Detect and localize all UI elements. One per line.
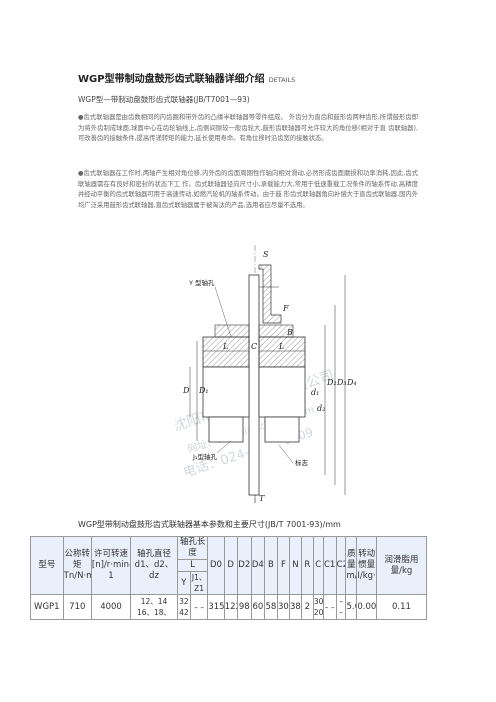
label-d1: d₁ <box>311 388 319 397</box>
cell-C1: – – <box>322 594 337 620</box>
table-caption: WGP型带制动盘鼓形齿式联轴器基本参数和主要尺寸(JB/T 7001-93)/m… <box>78 520 341 529</box>
label-D4: D₄ <box>346 378 357 387</box>
label-j1-hole: J₁型轴孔 <box>192 452 218 461</box>
coupling-diagram: 沈阳市华亿联轴器有限公司 网址：www.lianzhouqi.com 电话：02… <box>175 245 357 503</box>
table-row: WGP1 710 4000 12、14 16、18、 32 42 – – 315… <box>30 594 463 620</box>
header-D0: D0 <box>207 536 225 595</box>
cell-C: 30 20 <box>312 594 324 620</box>
cell-J1: – – <box>189 594 209 620</box>
header-B: B <box>263 536 278 595</box>
cell-torque: 710 <box>62 594 92 620</box>
header-J1: J1、Z1 <box>189 571 209 595</box>
label-D2: D₂ <box>326 378 337 387</box>
paragraph-1: ●齿式联轴器是由齿数相同的内齿圈和带外齿的凸缘半联轴器等零件组成。 外齿分为直齿… <box>78 114 418 142</box>
hub-left-flange <box>208 416 244 443</box>
cell-mass: 5.62 <box>345 594 358 620</box>
page-subtitle: WGP型—带制动盘鼓形齿式联轴器(JB/T7001—93) <box>78 95 250 104</box>
brake-disc <box>248 274 260 496</box>
header-lube: 润滑脂用量/kg <box>375 536 427 595</box>
header-D2: D2 <box>236 536 252 595</box>
leader-j1-hole <box>216 440 232 454</box>
spec-table: 型号 公称转矩Tn/N·m 许可转速[n]/r·min-1 轴孔直径d1、d2、… <box>30 536 463 620</box>
hub-right-flange <box>264 416 300 443</box>
header-row-2: L <box>31 559 463 572</box>
header-Y: Y <box>176 571 191 595</box>
hub-left-body <box>202 366 250 418</box>
leader-tag <box>278 444 294 464</box>
header-R: R <box>300 536 314 595</box>
cell-bore: 12、14 16、18、 <box>130 594 178 620</box>
flange-hatch-right <box>258 324 294 338</box>
header-C2: C2 <box>335 536 347 595</box>
header-model: 型号 <box>30 536 64 595</box>
hub-right-body <box>258 366 306 418</box>
cell-D2: 98 <box>236 594 252 620</box>
label-D: D <box>182 386 190 395</box>
label-y-hole: Y 型轴孔 <box>188 278 215 287</box>
header-inertia: 转动惯量I/kg·m2 <box>356 536 377 595</box>
cell-F: 30 <box>276 594 290 620</box>
cell-D: 122 <box>223 594 238 620</box>
cell-speed: 4000 <box>90 594 132 620</box>
cell-B: 58 <box>263 594 278 620</box>
cell-D4: 60 <box>250 594 265 620</box>
cell-D0: 315 <box>207 594 225 620</box>
label-C: C <box>251 342 257 351</box>
header-F: F <box>276 536 290 595</box>
label-S: S <box>263 250 269 259</box>
cell-N: 38 <box>288 594 302 620</box>
label-L-left: L <box>222 342 228 351</box>
label-D3: D₃ <box>336 378 347 387</box>
label-F: F <box>282 304 289 313</box>
header-C: C <box>312 536 324 595</box>
hub-right-top <box>258 336 306 368</box>
leader-y-hole <box>214 286 232 338</box>
cell-C2: – – <box>335 594 347 620</box>
cell-lube: 0.11 <box>375 594 427 620</box>
flange-hatch-left <box>214 324 250 338</box>
label-D1: D₁ <box>198 386 209 395</box>
header-bore: 轴孔直径d1、d2、dz <box>130 536 178 595</box>
header-C1: C1 <box>322 536 337 595</box>
cell-Y: 32 42 <box>176 594 191 620</box>
label-T: T <box>259 494 265 503</box>
header-bore-length: 轴孔长度 <box>176 536 209 560</box>
header-row-3: Y J1、Z1 <box>31 571 463 595</box>
title-suffix: DETAILS <box>268 76 296 84</box>
header-D: D <box>223 536 238 595</box>
cell-inertia: 0.0078 <box>356 594 377 620</box>
header-row-1: 型号 公称转矩Tn/N·m 许可转速[n]/r·min-1 轴孔直径d1、d2、… <box>30 536 463 595</box>
label-B: B <box>286 328 293 337</box>
header-torque: 公称转矩Tn/N·m <box>62 536 92 595</box>
header-L: L <box>176 559 209 572</box>
label-L-right: L <box>278 342 284 351</box>
hub-left-top <box>202 336 250 368</box>
label-d2: d₂ <box>317 404 325 413</box>
title-text: WGP型带制动盘鼓形齿式联轴器详细介绍 <box>78 74 265 85</box>
header-mass: 质量m/kg <box>345 536 358 595</box>
header-speed: 许可转速[n]/r·min-1 <box>90 536 132 595</box>
paragraph-2: ●齿式联轴器在工作时,两轴产生相对角位移,内外齿的齿面周期性作轴向相对滑动,必然… <box>78 170 418 209</box>
bracket <box>258 264 282 324</box>
header-D4: D4 <box>250 536 265 595</box>
cell-model: WGP1 <box>30 594 64 620</box>
cell-R: 2 <box>300 594 314 620</box>
header-N: N <box>288 536 302 595</box>
label-tag: 标志 <box>295 458 309 467</box>
